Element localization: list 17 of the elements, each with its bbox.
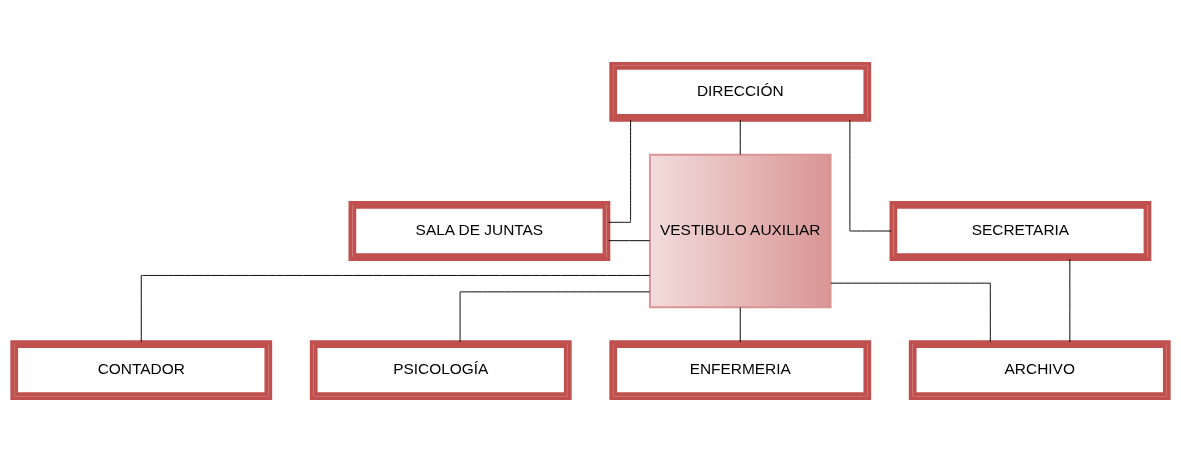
connector: [830, 282, 991, 342]
connector: [739, 119, 741, 155]
connector: [1069, 258, 1071, 342]
connector: [849, 119, 892, 231]
connector: [739, 306, 741, 342]
node-box: PSICOLOGÍA: [309, 339, 572, 400]
node-box: SALA DE JUNTAS: [348, 200, 611, 261]
connector: [608, 119, 632, 223]
connector: [459, 290, 651, 342]
node-box: CONTADOR: [10, 339, 273, 400]
node-box: SECRETARIA: [889, 200, 1152, 261]
connector: [608, 239, 651, 241]
connector: [140, 274, 651, 342]
node-box: DIRECCIÓN: [609, 61, 872, 122]
node-box: ENFERMERIA: [609, 339, 872, 400]
node-box: ARCHIVO: [908, 339, 1171, 400]
node-box: VESTIBULO AUXILIAR: [648, 153, 832, 308]
